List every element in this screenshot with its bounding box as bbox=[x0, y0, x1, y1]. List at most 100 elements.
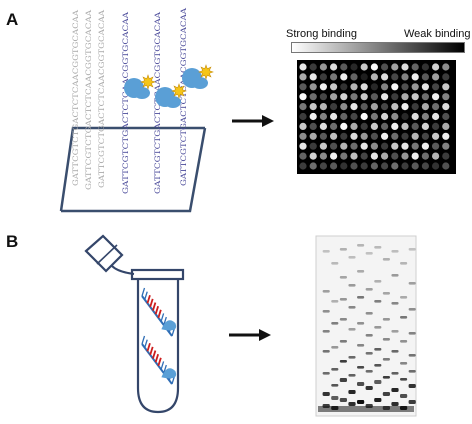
microarray-spot bbox=[330, 152, 338, 160]
microarray-spot bbox=[319, 73, 327, 81]
gel-band bbox=[331, 262, 339, 265]
microarray-spot bbox=[330, 103, 338, 111]
dna-base bbox=[154, 305, 159, 315]
microarray-spot bbox=[421, 122, 429, 130]
microarray-spot bbox=[411, 162, 419, 170]
dna-base bbox=[149, 346, 154, 356]
microarray-spot bbox=[381, 162, 389, 170]
microarray-spot bbox=[330, 122, 338, 130]
microarray-spot bbox=[299, 83, 307, 91]
microarray-spot bbox=[340, 152, 348, 160]
microarray-spot bbox=[309, 112, 317, 121]
microarray-spot bbox=[340, 93, 348, 101]
microarray-spot bbox=[432, 162, 440, 170]
microarray-spot bbox=[360, 93, 368, 101]
platform-back-edge bbox=[59, 126, 205, 212]
microarray-spot bbox=[319, 63, 327, 71]
gel-band bbox=[357, 296, 365, 299]
dna-base bbox=[144, 291, 148, 300]
microarray-spot bbox=[401, 122, 409, 130]
microarray-spot bbox=[370, 93, 378, 101]
microarray-spot bbox=[421, 162, 429, 170]
microarray-spot bbox=[340, 162, 348, 170]
microarray-spot bbox=[381, 112, 389, 121]
microarray-spot bbox=[421, 152, 429, 160]
microarray-spot bbox=[442, 93, 450, 101]
microarray-spot bbox=[350, 63, 358, 71]
microarray-spot bbox=[391, 122, 399, 130]
microarray-spot bbox=[360, 103, 368, 111]
gel-band bbox=[348, 256, 356, 259]
microarray-spot bbox=[432, 112, 440, 121]
microarray-spot bbox=[309, 103, 317, 111]
microarray-spot bbox=[309, 152, 317, 160]
gel-band bbox=[365, 312, 373, 315]
gel-band bbox=[408, 248, 416, 251]
gel-band bbox=[322, 250, 330, 253]
protein-icon bbox=[182, 64, 214, 89]
gel-band bbox=[357, 400, 365, 404]
microarray-spots bbox=[299, 63, 450, 170]
gel-band bbox=[374, 398, 382, 402]
gel-band bbox=[322, 372, 330, 375]
microarray-spot bbox=[330, 93, 338, 101]
gel-band bbox=[391, 350, 399, 353]
microarray-spot bbox=[360, 112, 368, 121]
gel-band bbox=[382, 376, 390, 379]
right-arrow-icon bbox=[229, 329, 271, 341]
protein-icon bbox=[155, 83, 187, 108]
microarray-spot bbox=[350, 103, 358, 111]
gel-band bbox=[357, 382, 365, 386]
microarray-spot bbox=[370, 132, 378, 140]
gel-band bbox=[408, 308, 416, 311]
microarray-spot bbox=[350, 132, 358, 140]
microarray-spot bbox=[360, 162, 368, 170]
gel-band bbox=[374, 280, 382, 283]
microarray-spot bbox=[299, 93, 307, 101]
microarray-spot bbox=[319, 122, 327, 130]
microarray-spot bbox=[391, 63, 399, 71]
microarray-spot bbox=[381, 73, 389, 81]
gel-band bbox=[382, 318, 390, 321]
gel-band bbox=[339, 398, 347, 402]
gel-band bbox=[339, 276, 347, 279]
microarray-spot bbox=[340, 83, 348, 91]
microarray-spot bbox=[401, 93, 409, 101]
microarray-spot bbox=[299, 132, 307, 140]
microarray-spot bbox=[421, 132, 429, 140]
dna-strand-3: GATTCGTCTGACTCTCAACGGTGCACAA bbox=[97, 9, 106, 188]
gel-band bbox=[357, 344, 365, 347]
platform-front-edge bbox=[61, 127, 207, 213]
microarray-spot bbox=[319, 162, 327, 170]
gel-band bbox=[331, 368, 339, 371]
tube-hinge bbox=[111, 265, 135, 275]
binding-platform-back bbox=[59, 126, 205, 212]
gel-band bbox=[382, 258, 390, 261]
microarray-spot bbox=[411, 152, 419, 160]
microarray-spot bbox=[330, 162, 338, 170]
protein-icon bbox=[161, 368, 177, 379]
microarray-spot bbox=[370, 73, 378, 81]
microarray-spot bbox=[319, 103, 327, 111]
microarray-spot bbox=[411, 122, 419, 130]
microarray-spot bbox=[381, 83, 389, 91]
microarray-spot bbox=[391, 162, 399, 170]
gel-band bbox=[408, 370, 416, 373]
gel-band bbox=[322, 350, 330, 353]
microarray-spot bbox=[442, 122, 450, 130]
dna-base bbox=[144, 339, 148, 348]
microarray-spot bbox=[309, 83, 317, 91]
microarray-spot bbox=[401, 142, 409, 150]
microarray-spot bbox=[340, 103, 348, 111]
binding-gradient-bar bbox=[291, 42, 465, 53]
microarray-spot bbox=[299, 103, 307, 111]
microarray-spot bbox=[421, 93, 429, 101]
protein-lobe bbox=[192, 77, 208, 89]
microarray-spot bbox=[401, 162, 409, 170]
gel-band bbox=[348, 328, 356, 331]
gel-band bbox=[348, 356, 356, 359]
microarray-spot bbox=[411, 63, 419, 71]
dna-base bbox=[141, 335, 146, 345]
gel-band bbox=[408, 332, 416, 335]
